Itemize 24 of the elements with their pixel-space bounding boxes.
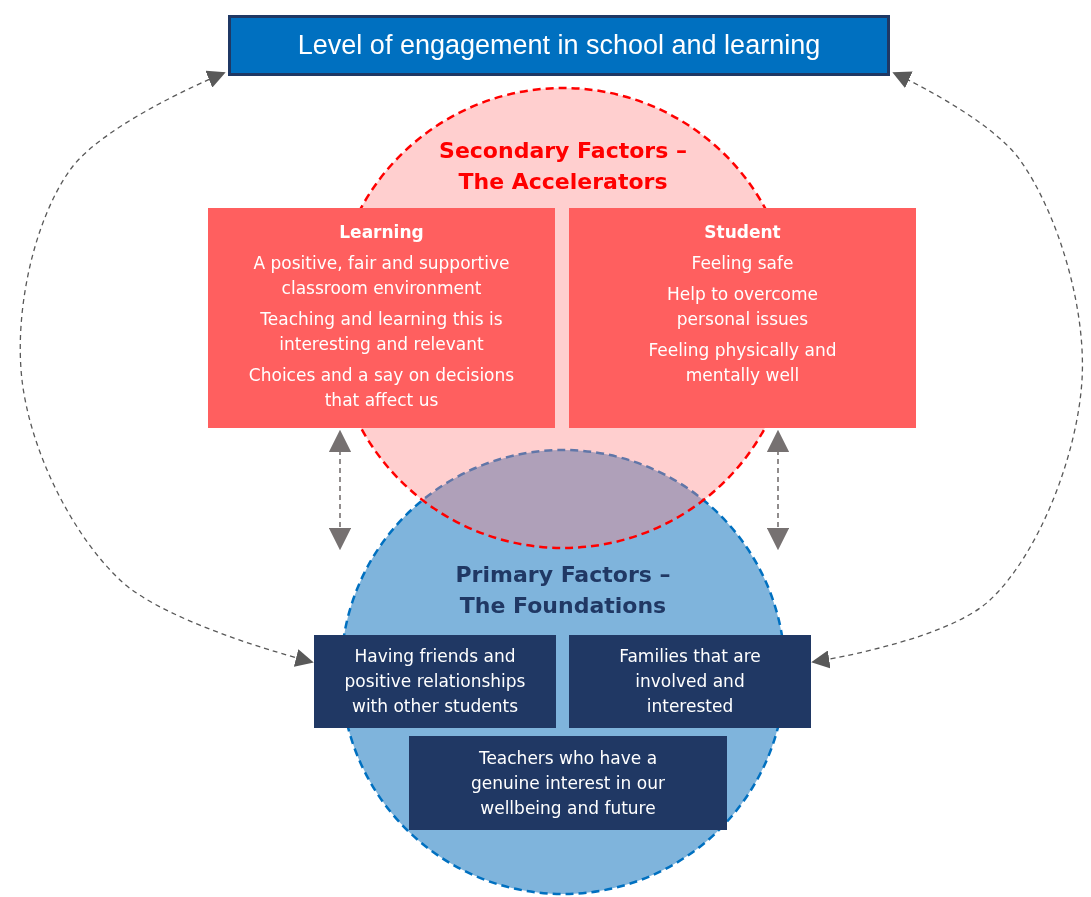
title-banner bbox=[228, 15, 890, 76]
factor-box bbox=[569, 635, 811, 728]
factor-text: Choices and a say on decisions that affect us bbox=[247, 364, 516, 412]
factor-text: Teachers who have a genuine interest in our wellbeing and future bbox=[470, 746, 666, 820]
circle-title: Primary Factors – The Foundations bbox=[454, 561, 672, 620]
factor-box bbox=[409, 736, 727, 830]
dashed-arrow bbox=[766, 429, 790, 551]
factor-text: Families that are involved and interested bbox=[618, 645, 762, 718]
factor-box bbox=[314, 635, 556, 728]
box-heading: Student bbox=[704, 221, 781, 244]
dashed-arrow bbox=[328, 429, 352, 551]
dashed-arrow bbox=[811, 71, 1084, 669]
banner-text: Level of engagement in school and learning bbox=[297, 30, 821, 61]
factor-text: Teaching and learning this is interesting and relevant bbox=[259, 308, 504, 356]
dashed-arrow bbox=[19, 70, 314, 667]
factor-box bbox=[569, 208, 916, 428]
factor-box bbox=[208, 208, 555, 428]
circle-title: Secondary Factors – The Accelerators bbox=[438, 137, 688, 196]
factor-text: Help to overcome personal issues bbox=[666, 283, 819, 331]
box-heading: Learning bbox=[339, 221, 424, 244]
factor-text: A positive, fair and supportive classroom environment bbox=[252, 252, 511, 300]
factor-text: Feeling safe bbox=[691, 252, 794, 275]
factor-text: Having friends and positive relationships with other students bbox=[343, 645, 527, 718]
factor-text: Feeling physically and mentally well bbox=[647, 339, 838, 387]
